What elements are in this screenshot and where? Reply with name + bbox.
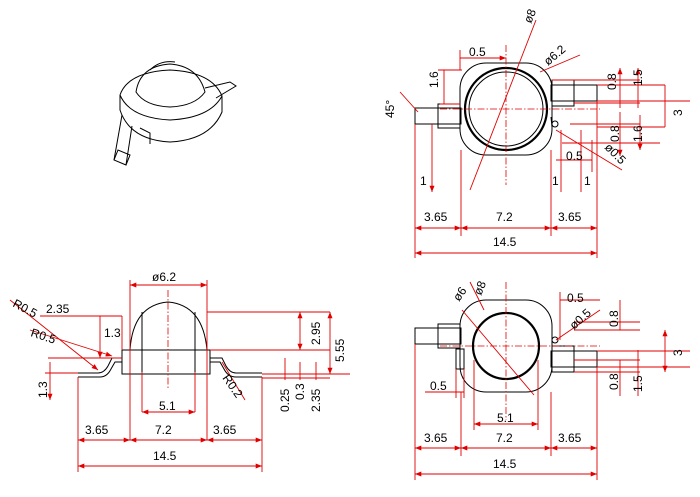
label-365-left: 3.65 <box>85 423 109 437</box>
label-15-right: 1.5 <box>631 69 645 86</box>
label-365-left: 3.65 <box>424 210 448 224</box>
label-72: 7.2 <box>496 210 513 224</box>
polarity-dot <box>551 336 559 344</box>
label-05-top: 0.5 <box>469 45 486 59</box>
label-08-mid: 0.8 <box>608 125 622 142</box>
label-365-right: 3.65 <box>558 210 582 224</box>
label-365-right: 3.65 <box>213 423 237 437</box>
label-phi8: ø8 <box>521 7 539 26</box>
label-r05-a: R0.5 <box>11 296 40 320</box>
label-13-mid: 1.3 <box>104 326 121 340</box>
label-phi62: ø6.2 <box>541 42 569 68</box>
label-1-right: 1 <box>584 174 591 188</box>
label-45deg: 45° <box>383 100 397 118</box>
label-08-bot: 0.8 <box>607 373 621 390</box>
label-phi05: ø0.5 <box>567 306 594 333</box>
bottom-view: ø8 ø6 0.5 ø0.5 0.8 3 0.5 0.8 1.5 5.1 3.6… <box>414 279 690 480</box>
label-16-right: 1.6 <box>631 125 645 142</box>
label-16-left: 1.6 <box>427 71 441 88</box>
label-145: 14.5 <box>493 457 517 471</box>
label-05-top: 0.5 <box>567 291 584 305</box>
phi8-leader <box>469 19 537 191</box>
label-phi6: ø6 <box>450 284 470 304</box>
label-phi05: ø0.5 <box>602 140 629 167</box>
label-51: 5.1 <box>159 399 176 413</box>
lens-dome <box>129 301 208 351</box>
label-phi62: ø6.2 <box>152 270 176 284</box>
label-03: 0.3 <box>293 383 307 400</box>
label-145: 14.5 <box>153 449 177 463</box>
label-r02: R0.2 <box>220 372 246 401</box>
label-72: 7.2 <box>496 431 513 445</box>
label-72: 7.2 <box>155 423 172 437</box>
side-view: ø6.2 R0.5 2.35 1.3 R0.5 1.3 2.95 5.55 5.… <box>9 270 350 472</box>
label-365-left: 3.65 <box>424 431 448 445</box>
phi62-leader <box>539 54 581 73</box>
top-view: ø8 ø6.2 0.5 1.6 45° 0.8 1.5 3 0.8 1.6 0.… <box>383 7 690 258</box>
isometric-view <box>113 61 237 166</box>
label-295: 2.95 <box>309 321 323 345</box>
label-235-bot: 2.35 <box>309 388 323 412</box>
label-r05-b: R0.5 <box>29 326 58 347</box>
label-08-right: 0.8 <box>605 73 619 90</box>
label-05-mid: 0.5 <box>566 149 583 163</box>
label-51: 5.1 <box>497 411 514 425</box>
label-3-right: 3 <box>671 109 685 116</box>
label-555: 5.55 <box>333 338 347 362</box>
label-13-left: 1.3 <box>36 381 50 398</box>
label-1-mid: 1 <box>552 174 559 188</box>
label-05-left: 0.5 <box>430 379 447 393</box>
polarity-dot <box>551 120 559 128</box>
label-145: 14.5 <box>493 235 517 249</box>
package-body <box>121 349 211 375</box>
label-235-top: 2.35 <box>46 302 70 316</box>
label-phi8: ø8 <box>471 279 489 298</box>
label-1-left: 1 <box>420 174 427 188</box>
label-365-right: 3.65 <box>558 431 582 445</box>
label-025: 0.25 <box>278 388 292 412</box>
label-08-top: 0.8 <box>607 310 621 327</box>
label-15: 1.5 <box>631 375 645 392</box>
label-3: 3 <box>671 349 685 356</box>
